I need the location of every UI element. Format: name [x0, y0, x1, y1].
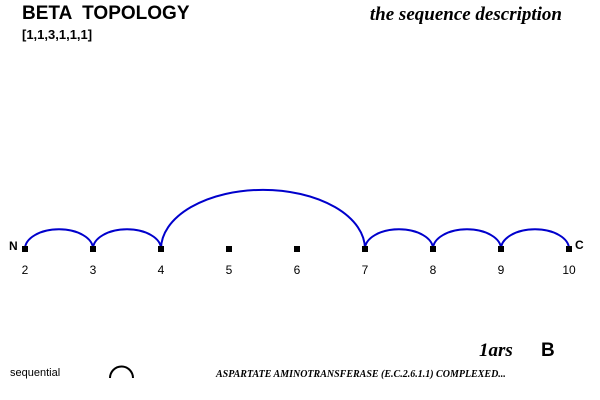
strand-label: 7: [362, 263, 369, 277]
label-layer: 2 3 4 5 6 7 8 9 10: [22, 263, 576, 277]
marker-layer: [22, 246, 572, 252]
strand-label: 3: [90, 263, 97, 277]
sequence-string: [1,1,3,1,1,1]: [22, 27, 93, 42]
strand-label: 2: [22, 263, 29, 277]
strand-label: 10: [562, 263, 576, 277]
strand-marker: [430, 246, 436, 252]
strand-marker: [362, 246, 368, 252]
connection-arc: [364, 228, 434, 250]
diagram-title: BETA TOPOLOGY: [22, 3, 190, 24]
connection-arc: [92, 228, 162, 250]
sequential-arc-icon: [109, 365, 134, 379]
connection-arc: [432, 228, 502, 250]
protein-name: ASPARTATE AMINOTRANSFERASE (E.C.2.6.1.1)…: [216, 369, 506, 380]
strand-label: 9: [498, 263, 505, 277]
strand-marker: [226, 246, 232, 252]
n-terminus-label: N: [9, 239, 18, 253]
c-terminus-label: C: [575, 238, 584, 252]
pdb-id: 1ars: [479, 340, 513, 361]
strand-label: 6: [294, 263, 301, 277]
connection-arc: [500, 228, 570, 250]
arc-layer: [24, 188, 570, 250]
strand-marker: [158, 246, 164, 252]
strand-marker: [294, 246, 300, 252]
connection-arc: [160, 188, 366, 250]
legend-label: sequential: [10, 367, 61, 379]
strand-marker: [498, 246, 504, 252]
strand-label: 8: [430, 263, 437, 277]
sequence-description: the sequence description: [369, 4, 562, 25]
strand-label: 5: [226, 263, 233, 277]
strand-label: 4: [158, 263, 165, 277]
connection-arc: [24, 228, 94, 250]
strand-marker: [90, 246, 96, 252]
chain-id: B: [541, 340, 555, 361]
strand-marker: [566, 246, 572, 252]
strand-marker: [22, 246, 28, 252]
